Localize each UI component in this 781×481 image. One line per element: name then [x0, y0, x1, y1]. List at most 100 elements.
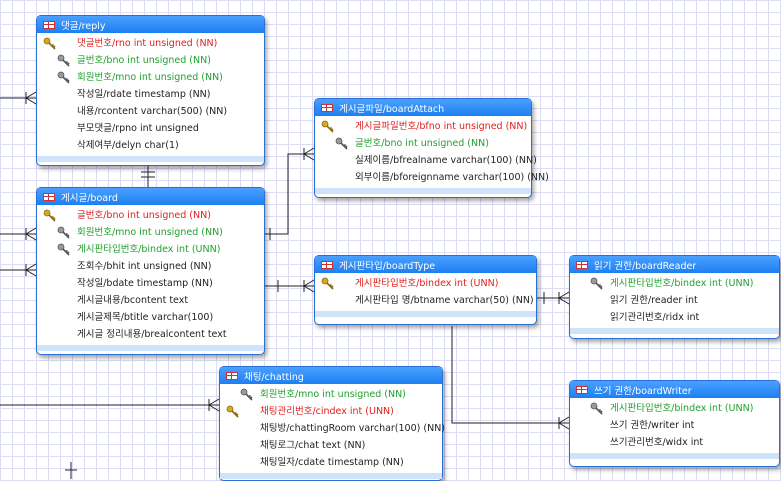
- column-label: 실제이름/bfrealname varchar(100) (NN): [355, 155, 537, 166]
- column-row[interactable]: 조회수/bhit int unsigned (NN): [37, 258, 264, 275]
- column-label: 채팅로그/chat text (NN): [260, 440, 366, 451]
- column-label: 삭제여부/delyn char(1): [77, 140, 179, 151]
- column-label: 게시글 정리내용/brealcontent text: [77, 329, 227, 340]
- table-title: 댓글/reply: [61, 20, 106, 32]
- table-footer: [570, 453, 779, 459]
- column-row[interactable]: 게시판타입번호/bindex int (UNN): [37, 241, 264, 258]
- gray-key-icon: [57, 243, 70, 256]
- gray-key-icon: [335, 137, 348, 150]
- column-row[interactable]: 게시판타입번호/bindex int (UNN): [570, 400, 779, 417]
- table-footer: [570, 328, 779, 334]
- gray-key-icon: [57, 71, 70, 84]
- table-header[interactable]: 댓글/reply: [37, 16, 264, 33]
- column-label: 게시판타입번호/bindex int (UNN): [355, 278, 499, 289]
- table-header[interactable]: 게시글파일/boardAttach: [315, 99, 531, 116]
- column-label: 게시글내용/bcontent text: [77, 295, 189, 306]
- column-row[interactable]: 게시글제목/btitle varchar(100): [37, 309, 264, 326]
- column-row[interactable]: 채팅방/chattingRoom varchar(100) (NN): [220, 420, 446, 437]
- column-label: 채팅방/chattingRoom varchar(100) (NN): [260, 423, 446, 434]
- table-title: 읽기 권한/boardReader: [594, 260, 697, 272]
- table-icon: [43, 20, 55, 29]
- column-label: 외부이름/bforeignname varchar(100) (NN): [355, 172, 549, 183]
- column-row[interactable]: 채팅로그/chat text (NN): [220, 437, 442, 454]
- table-title: 게시글파일/boardAttach: [339, 103, 445, 115]
- column-row[interactable]: 글번호/bno int unsigned (NN): [315, 135, 531, 152]
- table-footer: [37, 156, 264, 162]
- link-boardtype-boardwriter: [451, 326, 569, 424]
- table-icon: [321, 103, 333, 112]
- table-header[interactable]: 쓰기 권한/boardWriter: [570, 381, 779, 398]
- column-label: 게시글제목/btitle varchar(100): [77, 312, 214, 323]
- table-icon: [576, 260, 588, 269]
- column-row[interactable]: 삭제여부/delyn char(1): [37, 137, 264, 154]
- table-title: 채팅/chatting: [244, 371, 304, 383]
- column-label: 회원번호/mno int unsigned (NN): [260, 389, 406, 400]
- column-label: 채팅일자/cdate timestamp (NN): [260, 457, 404, 468]
- column-label: 작성일/bdate timestamp (NN): [77, 278, 213, 289]
- table-footer: [37, 345, 264, 351]
- table-title: 쓰기 권한/boardWriter: [594, 385, 692, 397]
- column-label: 회원번호/mno int unsigned (NN): [77, 227, 223, 238]
- column-row[interactable]: 읽기관리번호/ridx int: [570, 309, 779, 326]
- column-label: 댓글번호/rno int unsigned (NN): [77, 38, 218, 49]
- column-label: 게시판타입번호/bindex int (UNN): [610, 403, 754, 414]
- column-row[interactable]: 실제이름/bfrealname varchar(100) (NN): [315, 152, 537, 169]
- column-row[interactable]: 채팅관리번호/cindex int (UNN): [220, 403, 442, 420]
- column-row[interactable]: 댓글번호/rno int unsigned (NN): [37, 35, 264, 52]
- gray-key-icon: [240, 388, 253, 401]
- column-row[interactable]: 회원번호/mno int unsigned (NN): [220, 386, 442, 403]
- table-header[interactable]: 채팅/chatting: [220, 367, 442, 384]
- column-row[interactable]: 게시글내용/bcontent text: [37, 292, 264, 309]
- column-label: 채팅관리번호/cindex int (UNN): [260, 406, 394, 417]
- column-row[interactable]: 채팅일자/cdate timestamp (NN): [220, 454, 442, 471]
- gold-key-icon: [321, 277, 334, 290]
- column-row[interactable]: 읽기 권한/reader int: [570, 292, 779, 309]
- column-row[interactable]: 쓰기관리번호/widx int: [570, 434, 779, 451]
- column-row[interactable]: 글번호/bno int unsigned (NN): [37, 52, 264, 69]
- column-row[interactable]: 게시글파일번호/bfno int unsigned (NN): [315, 118, 531, 135]
- column-row[interactable]: 쓰기 권한/writer int: [570, 417, 779, 434]
- column-label: 게시판타입번호/bindex int (UNN): [77, 244, 221, 255]
- table-icon: [43, 192, 55, 201]
- gray-key-icon: [57, 54, 70, 67]
- column-row[interactable]: 게시판타입번호/bindex int (UNN): [315, 275, 536, 292]
- table-icon: [226, 371, 238, 380]
- column-row[interactable]: 글번호/bno int unsigned (NN): [37, 207, 264, 224]
- table-boardattach[interactable]: 게시글파일/boardAttach 게시글파일번호/bfno int unsig…: [314, 98, 549, 198]
- table-reply[interactable]: 댓글/reply 댓글번호/rno int unsigned (NN) 글번호/…: [36, 15, 265, 166]
- column-row[interactable]: 게시판타입 명/btname varchar(50) (NN): [315, 292, 536, 309]
- table-footer: [315, 311, 536, 317]
- column-label: 게시판타입 명/btname varchar(50) (NN): [355, 295, 534, 306]
- column-row[interactable]: 회원번호/mno int unsigned (NN): [37, 224, 264, 241]
- column-label: 작성일/rdate timestamp (NN): [77, 89, 211, 100]
- column-label: 쓰기관리번호/widx int: [610, 437, 704, 448]
- column-row[interactable]: 작성일/rdate timestamp (NN): [37, 86, 264, 103]
- column-label: 읽기관리번호/ridx int: [610, 312, 700, 323]
- gray-key-icon: [590, 277, 603, 290]
- column-row[interactable]: 회원번호/mno int unsigned (NN): [37, 69, 264, 86]
- column-row[interactable]: 외부이름/bforeignname varchar(100) (NN): [315, 169, 549, 186]
- column-label: 회원번호/mno int unsigned (NN): [77, 72, 223, 83]
- table-header[interactable]: 게시글/board: [37, 188, 264, 205]
- column-label: 게시글파일번호/bfno int unsigned (NN): [355, 121, 528, 132]
- column-label: 게시판타입번호/bindex int (UNN): [610, 278, 754, 289]
- table-board[interactable]: 게시글/board 글번호/bno int unsigned (NN) 회원번호…: [36, 187, 265, 355]
- column-row[interactable]: 게시판타입번호/bindex int (UNN): [570, 275, 779, 292]
- table-boardtype[interactable]: 게시판타입/boardType 게시판타입번호/bindex int (UNN)…: [314, 255, 537, 325]
- table-boardwriter[interactable]: 쓰기 권한/boardWriter 게시판타입번호/bindex int (UN…: [569, 380, 780, 467]
- table-header[interactable]: 게시판타입/boardType: [315, 256, 536, 273]
- column-row[interactable]: 부모댓글/rpno int unsigned: [37, 120, 264, 137]
- gray-key-icon: [590, 402, 603, 415]
- table-title: 게시글/board: [61, 192, 118, 204]
- column-label: 부모댓글/rpno int unsigned: [77, 123, 199, 134]
- table-chatting[interactable]: 채팅/chatting 회원번호/mno int unsigned (NN) 채…: [219, 366, 446, 481]
- column-row[interactable]: 작성일/bdate timestamp (NN): [37, 275, 264, 292]
- column-row[interactable]: 내용/rcontent varchar(500) (NN): [37, 103, 264, 120]
- gold-key-icon: [43, 209, 56, 222]
- column-row[interactable]: 게시글 정리내용/brealcontent text: [37, 326, 264, 343]
- table-header[interactable]: 읽기 권한/boardReader: [570, 256, 779, 273]
- table-boardreader[interactable]: 읽기 권한/boardReader 게시판타입번호/bindex int (UN…: [569, 255, 780, 339]
- column-label: 조회수/bhit int unsigned (NN): [77, 261, 212, 272]
- table-footer: [315, 188, 531, 194]
